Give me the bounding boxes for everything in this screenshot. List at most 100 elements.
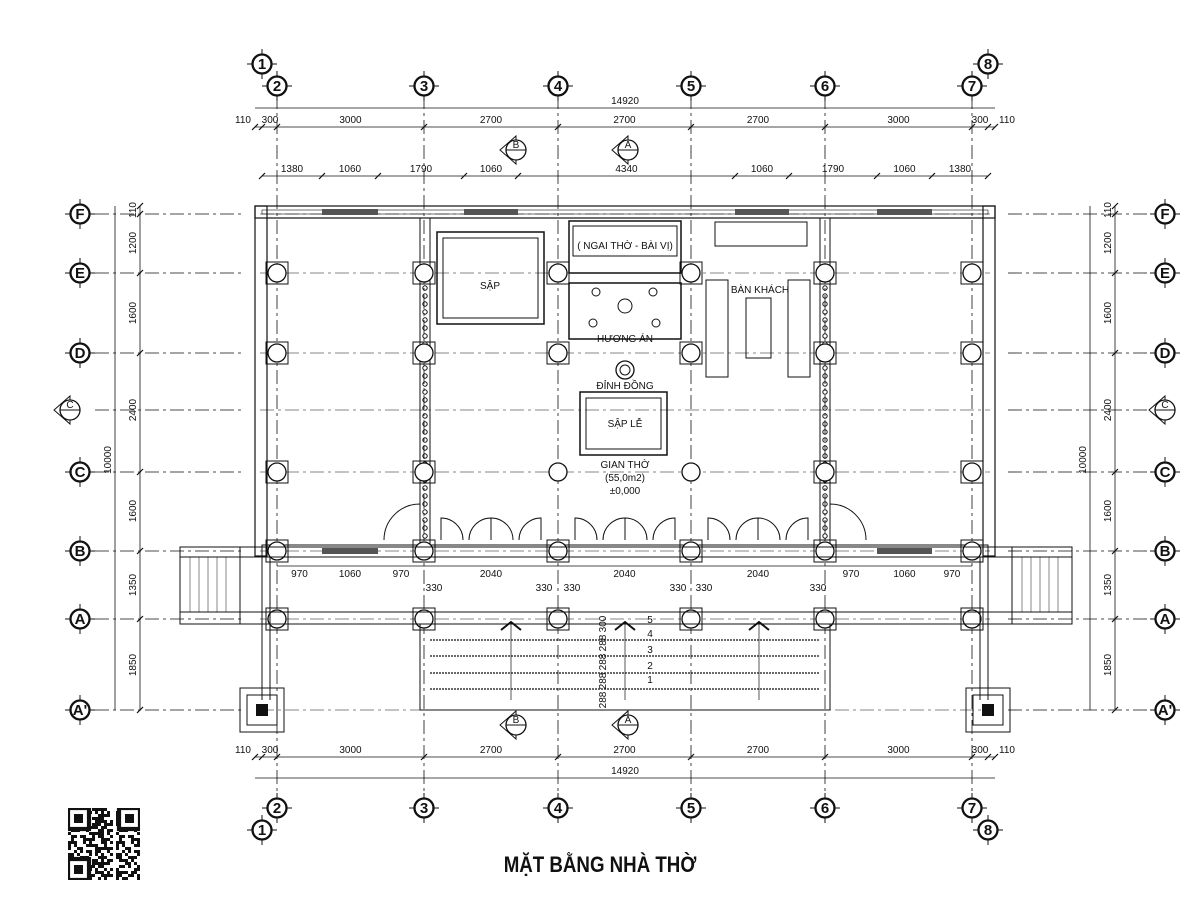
top_row2-value: 1060 — [893, 164, 916, 175]
partition-bead — [422, 309, 428, 315]
top_row1-tick — [821, 123, 829, 131]
corner-pillar-core — [256, 704, 268, 716]
top_row1-value: 110 — [235, 115, 251, 126]
grid-bubble-right-D-circle-inner — [1155, 343, 1175, 363]
window-south — [322, 548, 378, 554]
window-north — [464, 209, 518, 215]
left-side-dim-value: 110 — [128, 202, 139, 218]
column — [267, 343, 287, 363]
column-base — [813, 261, 837, 285]
column — [548, 343, 568, 363]
column-base — [412, 341, 436, 365]
partition-bead — [422, 285, 428, 291]
side-dim-tick — [1111, 706, 1119, 714]
stair-step-number: 4 — [647, 629, 653, 640]
grid-bubble-bottom-2-circle-inner — [267, 798, 287, 818]
grid-bubble-right-D: D — [1160, 345, 1171, 362]
top_row2-tick — [731, 172, 739, 180]
left-side-dim-value: 1350 — [128, 573, 139, 596]
grid-bubble-bottom-7-circle-inner — [962, 798, 982, 818]
partition-bead — [422, 453, 428, 459]
partition-bead — [422, 397, 428, 403]
sap-le-inner — [585, 397, 662, 450]
bottom_row-tick — [251, 753, 259, 761]
column-base — [412, 261, 436, 285]
bench-west — [705, 279, 729, 378]
side-step-west — [179, 546, 241, 625]
porch-column-dim: 330 — [670, 583, 687, 594]
side-dim-tick — [136, 210, 144, 218]
porch-dim-value: 2040 — [613, 569, 636, 580]
grid-bubble-bottom-3-circle-inner — [414, 798, 434, 818]
top_row1-value: 300 — [972, 115, 989, 126]
column-base — [546, 341, 570, 365]
porch-dim-value: 1060 — [893, 569, 916, 580]
stair-riser-dim: 288 — [598, 634, 609, 651]
altar-ngai-tho — [568, 220, 682, 274]
grid-bubble-right-F: F — [1160, 206, 1169, 223]
porch-column-dim: 330 — [426, 583, 443, 594]
column-base — [412, 607, 436, 631]
grid-bubble-left-F: F — [75, 206, 84, 223]
partition-bead — [422, 509, 428, 515]
side-dim-tick — [136, 269, 144, 277]
partition-bead — [822, 397, 828, 403]
grid-bubble-left-F-circle-inner — [70, 204, 90, 224]
partition-bead — [822, 453, 828, 459]
grid-bubble-top-6: 6 — [821, 78, 829, 95]
top_row2-tick — [984, 172, 992, 180]
grid-bubble-bottom-1: 1 — [258, 822, 266, 839]
column — [815, 462, 835, 482]
grid-bubble-right-F-circle-inner — [1155, 204, 1175, 224]
wall-east — [982, 205, 996, 557]
dinh-dong-inner — [619, 364, 631, 376]
door-swing — [785, 517, 809, 541]
column-base — [265, 341, 289, 365]
grid-bubble-right-A-circle-inner — [1155, 609, 1175, 629]
column-base — [679, 607, 703, 631]
right-total-depth: 10000 — [1078, 446, 1089, 474]
porch-dim-value: 2040 — [747, 569, 770, 580]
column-base — [813, 341, 837, 365]
right-side-dim-value: 2400 — [1103, 398, 1114, 421]
column — [414, 462, 434, 482]
column-base — [546, 607, 570, 631]
partition-bead — [422, 413, 428, 419]
dinh-dong-icon — [615, 360, 635, 380]
wall-west — [254, 205, 268, 557]
column-base — [265, 460, 289, 484]
partition-bead — [822, 325, 828, 331]
partition-bead — [422, 501, 428, 507]
partition-bead — [822, 533, 828, 539]
grid-bubble-bottom-8-circle-inner — [978, 820, 998, 840]
column-base — [546, 539, 570, 563]
column — [681, 609, 701, 629]
side-dim-tick — [1111, 615, 1119, 623]
partition-bead — [822, 445, 828, 451]
partition-bead — [422, 525, 428, 531]
bottom_row-tick — [554, 753, 562, 761]
grid-bubble-top-2-circle-inner — [267, 76, 287, 96]
left-side-dim-value: 2400 — [128, 398, 139, 421]
partition-bead — [422, 301, 428, 307]
grid-bubble-left-B-circle-inner — [70, 541, 90, 561]
grid-bubble-right-C-circle-inner — [1155, 462, 1175, 482]
column-base — [265, 607, 289, 631]
grid-bubble-bottom-7: 7 — [968, 800, 976, 817]
porch-column-dim: 330 — [564, 583, 581, 594]
top_row1-value: 3000 — [339, 115, 362, 126]
qr-code-icon — [68, 808, 140, 880]
huong-an-table — [568, 282, 682, 340]
partition-bead — [822, 309, 828, 315]
partition-bead — [822, 421, 828, 427]
side-dim-tick — [1111, 210, 1119, 218]
side-dim-tick — [136, 615, 144, 623]
partition-bead — [822, 317, 828, 323]
bottom_row-tick — [984, 753, 992, 761]
partition-bead — [822, 293, 828, 299]
right-side-dim-value: 1600 — [1103, 499, 1114, 522]
guest-table — [745, 297, 772, 359]
bottom_row-tick — [258, 753, 266, 761]
grid-bubble-left-A-circle-inner — [70, 609, 90, 629]
